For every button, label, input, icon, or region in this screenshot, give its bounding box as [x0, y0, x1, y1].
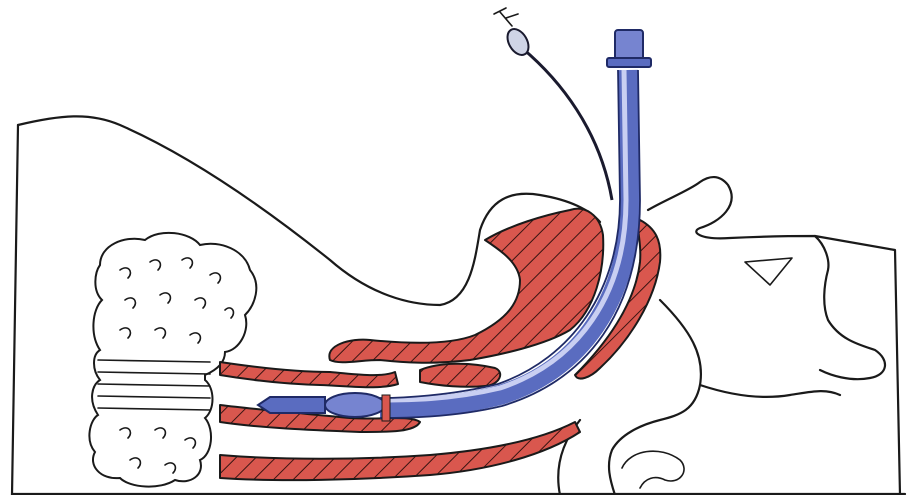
cuff-pilot-balloon-icon	[494, 8, 612, 200]
lung-icon	[89, 233, 256, 487]
airway-tissue	[220, 209, 660, 480]
